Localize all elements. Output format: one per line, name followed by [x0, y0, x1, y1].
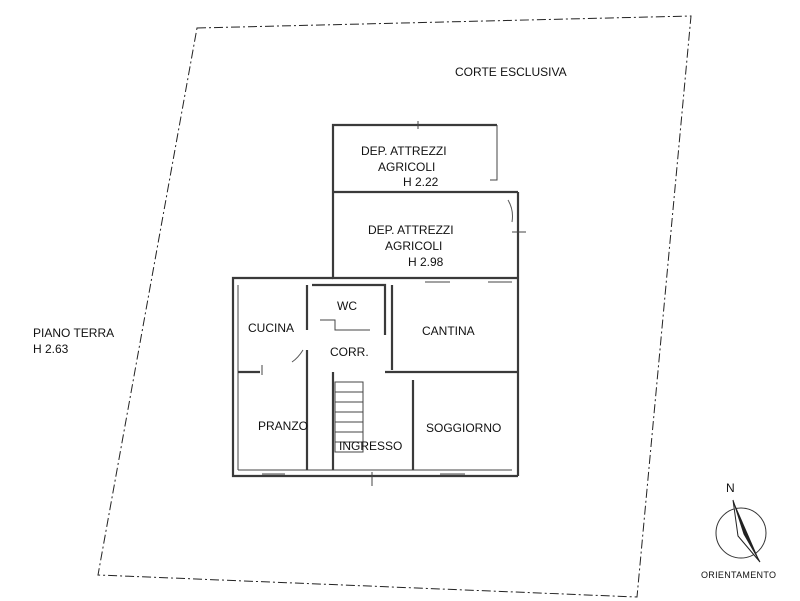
dep-top-walls — [331, 123, 497, 192]
ingresso-label: INGRESSO — [339, 439, 402, 453]
dep-top-height: H 2.22 — [403, 175, 439, 189]
dep-top-line2: AGRICOLI — [378, 160, 435, 174]
compass-caption: ORIENTAMENTO — [701, 570, 776, 580]
floor-height: H 2.63 — [33, 342, 69, 356]
dep-mid-height: H 2.98 — [408, 255, 444, 269]
corte-label: CORTE ESCLUSIVA — [455, 65, 567, 79]
corr-label: CORR. — [330, 345, 369, 359]
north-label: N — [726, 481, 735, 495]
soggiorno-label: SOGGIORNO — [426, 421, 501, 435]
cucina-door-arc — [291, 349, 304, 363]
dep-mid-line1: DEP. ATTREZZI — [368, 223, 454, 237]
building-walls — [231, 121, 526, 486]
dep-top-right-frame — [490, 125, 498, 181]
compass-needle-light — [732, 499, 761, 563]
wc-lower-walls — [320, 319, 370, 331]
stairs — [334, 381, 364, 453]
pranzo-label: PRANZO — [258, 419, 308, 433]
wc-walls — [312, 283, 387, 335]
dep-mid-door-arc — [507, 199, 513, 223]
compass-ring — [715, 507, 767, 559]
cucina-label: CUCINA — [248, 321, 294, 335]
dep-mid-line2: AGRICOLI — [385, 239, 442, 253]
cantina-label: CANTINA — [422, 324, 475, 338]
wc-label: WC — [337, 299, 357, 313]
compass: N ORIENTAMENTO — [701, 481, 776, 580]
dep-top-line1: DEP. ATTREZZI — [361, 144, 447, 158]
floor-label: PIANO TERRA — [33, 326, 114, 340]
main-outer-walls — [231, 276, 518, 478]
compass-needle-dark — [733, 500, 760, 562]
property-boundary — [97, 15, 692, 598]
